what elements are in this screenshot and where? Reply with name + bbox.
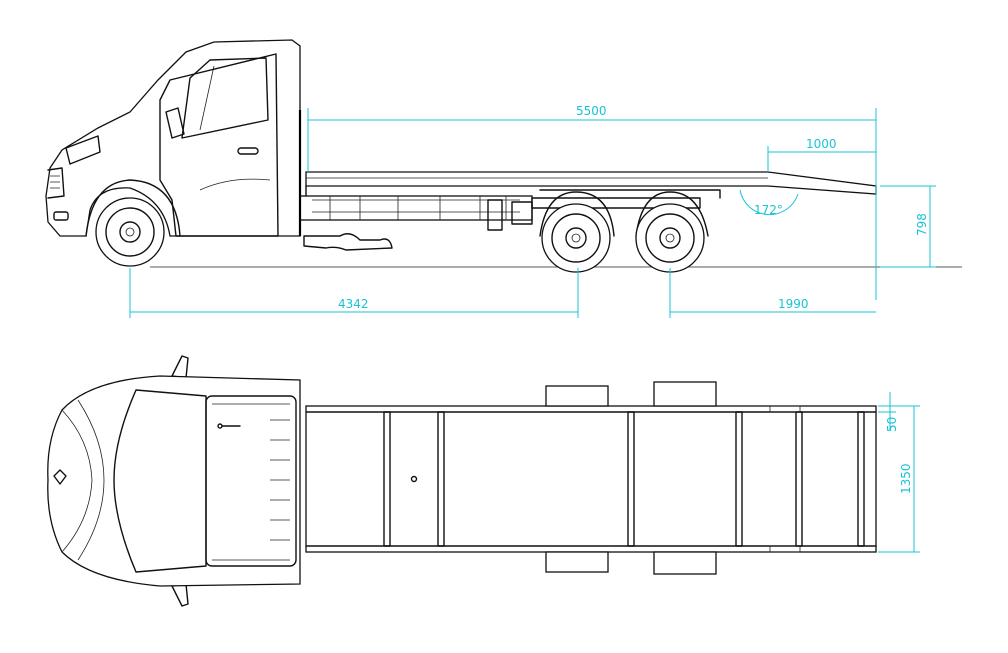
top-logo — [53, 469, 67, 485]
dim-arc-ramp-angle — [739, 189, 799, 216]
side-view — [45, 39, 962, 273]
headlight — [65, 135, 101, 165]
top-cab-outline — [47, 375, 301, 587]
dim-ramp-angle: 172° — [754, 203, 783, 217]
top-wheel-rear1-lower — [545, 551, 609, 573]
rear-mudguard — [539, 191, 615, 237]
dim-deck-width: 1350 — [899, 463, 913, 494]
door-handle — [237, 147, 259, 155]
rear-wheel-1 — [541, 203, 611, 273]
front-wheel — [95, 197, 165, 267]
side-mirror — [165, 107, 185, 139]
rear-wheel-2 — [635, 203, 705, 273]
exhaust-pipe — [303, 233, 393, 251]
grille — [47, 167, 65, 199]
top-wheel-rear1-upper — [545, 385, 609, 407]
dim-ramp-length: 1000 — [806, 137, 837, 151]
fog-light — [53, 211, 69, 221]
dim-deck-height: 798 — [915, 213, 929, 236]
top-mirror-upper — [171, 355, 189, 379]
top-mirror-lower — [171, 583, 189, 607]
top-windshield — [113, 389, 207, 573]
top-dimensions: 50 1350 — [878, 392, 920, 553]
dim-side-offset: 50 — [885, 417, 899, 432]
top-view — [47, 355, 877, 607]
side-dimensions: 5500 1000 172° 798 4342 1990 — [129, 104, 936, 318]
cab-door — [159, 53, 279, 237]
dim-front-to-tandem: 4342 — [338, 297, 369, 311]
dim-rear-overhang: 1990 — [778, 297, 809, 311]
top-wheel-rear2-lower — [653, 551, 717, 575]
dim-deck-length: 5500 — [576, 104, 607, 118]
top-wheel-rear2-upper — [653, 381, 717, 407]
top-frame — [305, 405, 877, 553]
